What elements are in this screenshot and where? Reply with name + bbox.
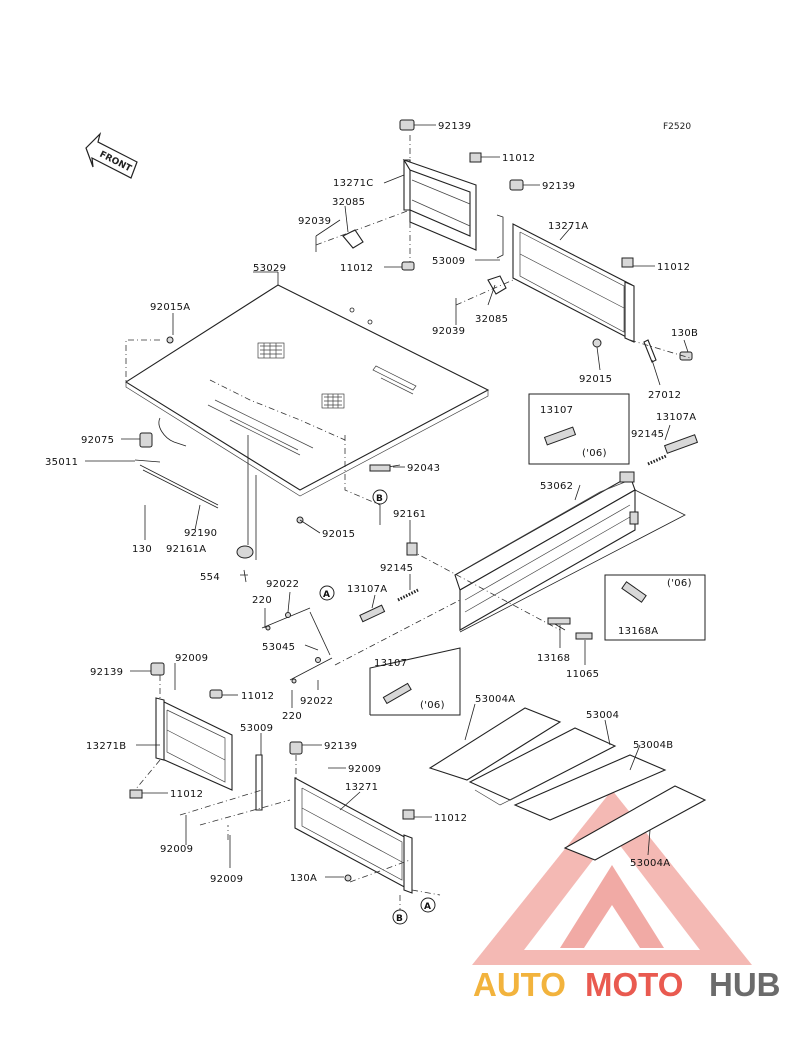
left-hardware [134,432,257,583]
label-53004: 53004 [586,710,619,721]
label-130: 130 [132,544,152,555]
label-130A: 130A [290,873,317,884]
leader-lines [85,124,689,878]
label-92139: 92139 [90,667,123,678]
label-53004B: 53004B [633,740,673,751]
label-11012: 11012 [434,813,467,824]
label-35011: 35011 [45,457,78,468]
label-53009: 53009 [240,723,273,734]
label-53004A: 53004A [630,858,670,869]
label-13271B: 13271B [86,741,126,752]
label-554: 554 [200,572,220,583]
label-11012: 11012 [170,789,203,800]
ref-mark-b-top: B [372,489,388,505]
label-variant-06: ('06) [420,700,445,711]
label-92139: 92139 [438,121,471,132]
label-92161A: 92161A [166,544,206,555]
label-92009: 92009 [210,874,243,885]
label-13271C: 13271C [333,178,374,189]
cable-53045 [261,607,333,684]
label-11065: 11065 [566,669,599,680]
front-gate-left-13271C [315,119,482,271]
tailgate-53062 [454,471,639,631]
side-gate-13271 [289,741,415,894]
label-92139: 92139 [542,181,575,192]
label-92145: 92145 [631,429,664,440]
svg-text:A: A [323,590,330,600]
label-13168: 13168 [537,653,570,664]
watermark-text-moto: MOTO [585,966,683,1003]
label-13271A: 13271A [548,221,588,232]
diagram-code: F2520 [663,122,691,132]
front-gate-right-13271A [455,179,693,363]
watermark-logo [472,790,752,965]
label-92075: 92075 [81,435,114,446]
svg-text:B: B [376,494,383,504]
label-32085: 32085 [332,197,365,208]
label-92022: 92022 [266,579,299,590]
label-13107A: 13107A [347,584,387,595]
label-92145: 92145 [380,563,413,574]
svg-text:B: B [396,914,403,924]
watermark-text-auto: AUTO [473,966,566,1003]
label-53004A: 53004A [475,694,515,705]
side-gate-13271B [129,662,263,811]
ref-mark-b-bottom: B [392,909,408,925]
label-13107A: 13107A [656,412,696,423]
label-variant-06: ('06) [582,448,607,459]
label-92043: 92043 [407,463,440,474]
label-220: 220 [282,711,302,722]
label-27012: 27012 [648,390,681,401]
label-11012: 11012 [502,153,535,164]
watermark-text-hub: HUB [709,966,781,1003]
label-92161: 92161 [393,509,426,520]
label-92015: 92015 [579,374,612,385]
label-variant-06: ('06) [667,578,692,589]
label-13107: 13107 [374,658,407,669]
label-92022: 92022 [300,696,333,707]
label-32085: 32085 [475,314,508,325]
label-11012: 11012 [340,263,373,274]
label-130B: 130B [671,328,698,339]
label-13168A: 13168A [618,626,658,637]
label-92139: 92139 [324,741,357,752]
label-92190: 92190 [184,528,217,539]
label-92039: 92039 [432,326,465,337]
label-92015A: 92015A [150,302,190,313]
label-13271: 13271 [345,782,378,793]
label-53045: 53045 [262,642,295,653]
label-53029: 53029 [253,263,286,274]
label-92009: 92009 [160,844,193,855]
label-92039: 92039 [298,216,331,227]
svg-text:A: A [424,902,431,912]
bed-floor-panel [124,284,490,524]
part-labels: 92139 11012 13271C 92139 32085 92039 132… [45,121,698,885]
label-92009: 92009 [175,653,208,664]
label-92015: 92015 [322,529,355,540]
label-220: 220 [252,595,272,606]
label-92009: 92009 [348,764,381,775]
label-11012: 11012 [657,262,690,273]
bed-mats [428,707,707,861]
label-53062: 53062 [540,481,573,492]
ref-mark-a-top: A [319,585,335,601]
label-13107: 13107 [540,405,573,416]
front-arrow-icon: FRONT [85,132,138,179]
label-11012: 11012 [241,691,274,702]
label-53009: 53009 [432,256,465,267]
ref-mark-a-bottom: A [420,897,436,913]
